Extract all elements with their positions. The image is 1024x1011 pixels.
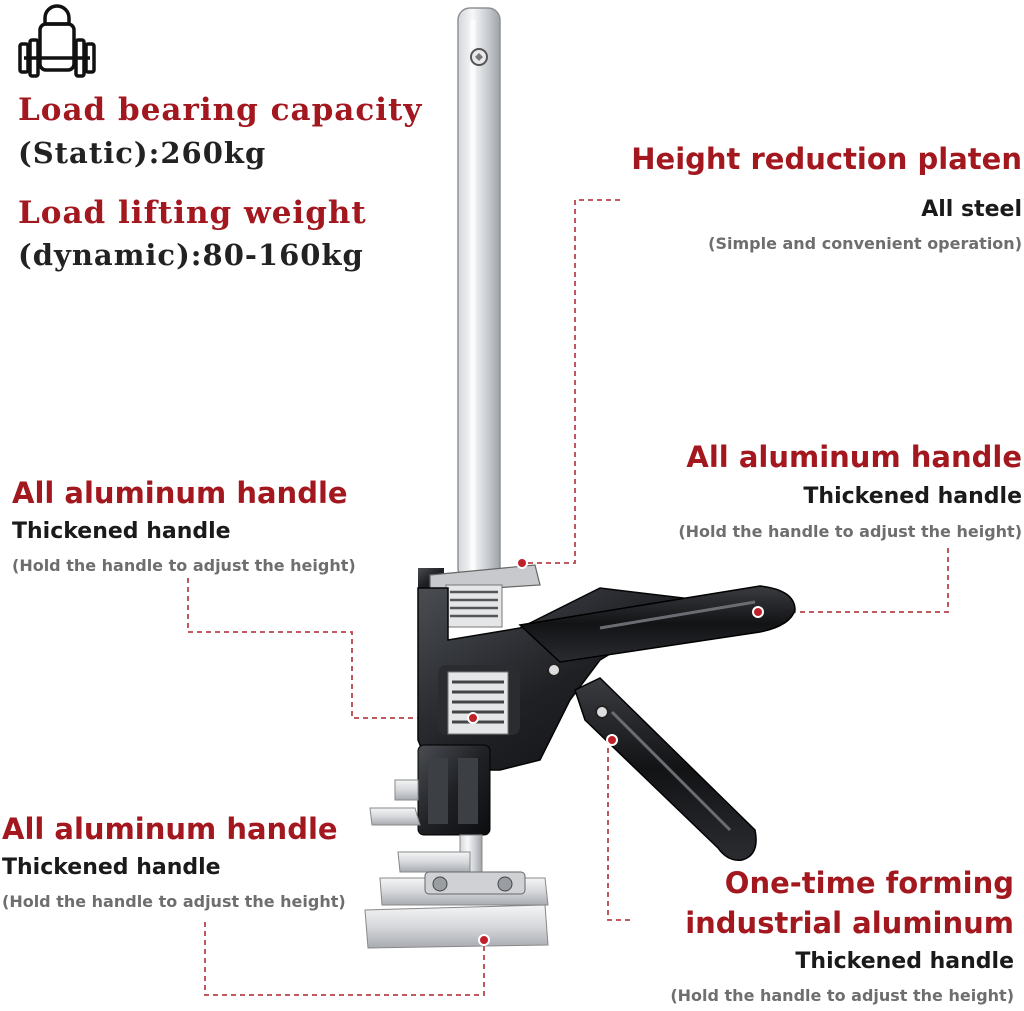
static-capacity-value: (Static):260kg [18,136,267,170]
steel-bar [457,7,501,581]
dynamic-weight-value: (dynamic):80-160kg [18,238,364,272]
platen-note: (Simple and convenient operation) [708,234,1022,253]
dynamic-weight-title: Load lifting weight [18,195,367,231]
handle-right-subtitle: Thickened handle [803,484,1022,509]
base-plates [364,779,549,949]
leader-lines [187,199,949,996]
callout-dots [467,557,764,946]
handle-left-subtitle: Thickened handle [12,519,231,544]
lower-block [417,744,491,836]
handle-right-note: (Hold the handle to adjust the height) [678,522,1022,541]
platen-title: Height reduction platen [631,142,1022,176]
handle-bottom-title: All aluminum handle [2,812,338,846]
platen-subtitle: All steel [921,197,1022,222]
weight-icon [18,4,96,78]
upper-handle [518,585,796,663]
top-spring [418,564,541,628]
forming-title-line2: industrial aluminum [685,906,1014,940]
handle-bottom-note: (Hold the handle to adjust the height) [2,892,346,911]
forming-subtitle: Thickened handle [795,949,1014,974]
lower-handle [574,677,757,861]
handle-left-title: All aluminum handle [12,476,348,510]
handle-bottom-subtitle: Thickened handle [2,855,221,880]
handle-right-title: All aluminum handle [686,440,1022,474]
forming-note: (Hold the handle to adjust the height) [670,986,1014,1005]
handle-left-note: (Hold the handle to adjust the height) [12,556,356,575]
forming-title-line1: One-time forming [724,866,1014,900]
static-capacity-title: Load bearing capacity [18,92,423,128]
